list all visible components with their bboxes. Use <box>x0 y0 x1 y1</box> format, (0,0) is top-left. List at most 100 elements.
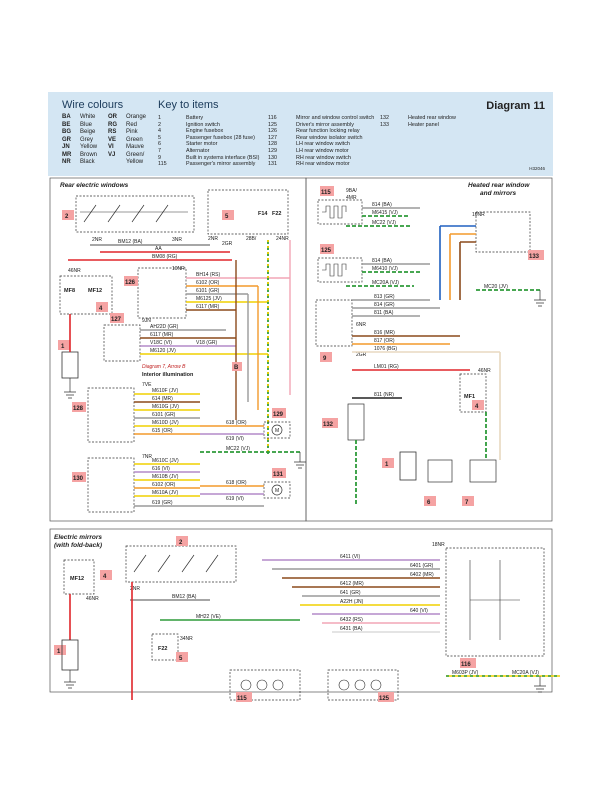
rear-locking-relay <box>137 267 187 319</box>
earth-symbol <box>534 290 546 307</box>
lbl-bm12-c: BM12 (BA) <box>172 594 197 600</box>
heated-rear-label: Heated rear window <box>468 182 530 189</box>
conn-9ba: 9BA/ <box>346 188 357 194</box>
lbl-814: 814 (BA) <box>372 202 392 208</box>
tag-126-label: 126 <box>125 280 136 286</box>
mirror-window-control-switch <box>445 547 545 657</box>
tag-129 <box>272 408 286 418</box>
lbl-ah22d: AH22D (GR) <box>150 324 179 330</box>
tag-125 <box>320 244 334 254</box>
ignition-switch <box>75 195 195 233</box>
lbl-1076: 1076 (BG) <box>374 346 397 352</box>
conn-7ve: 7VE <box>142 382 152 388</box>
lbl-m610g: M610G (JV) <box>152 404 179 410</box>
lbl-640: 640 (VI) <box>410 608 428 614</box>
conn-46nr-c: 46NR <box>86 596 99 602</box>
fuse-mf1: MF1 <box>464 394 475 400</box>
lbl-817: 817 (OR) <box>374 338 395 344</box>
tag-131 <box>272 468 286 478</box>
conn-9jn: 9JN <box>142 318 151 324</box>
ignition-switch-mirrors <box>125 545 237 583</box>
tag-1-right <box>382 458 394 468</box>
arrow-b <box>232 362 242 371</box>
tag-5 <box>222 210 234 220</box>
lbl-m6410: M6410 (VJ) <box>372 266 398 272</box>
tag-1-label: 1 <box>61 344 65 350</box>
lbl-v18c: V18C (VI) <box>150 340 172 346</box>
tag-5-mirrors <box>176 652 188 662</box>
tag-132 <box>322 418 338 428</box>
tag-115-label: 115 <box>321 190 331 196</box>
lbl-811: 811 (BA) <box>374 310 394 316</box>
lbl-v18: V18 (GR) <box>196 340 217 346</box>
lbl-6401: 6401 (GR) <box>410 563 434 569</box>
tag-115-mirrors-label: 115 <box>237 696 247 702</box>
lbl-6117b: 6117 (MR) <box>150 332 174 338</box>
tag-116 <box>460 658 476 668</box>
engine-fusebox-right <box>459 373 487 413</box>
tag-1-right-label: 1 <box>385 462 389 468</box>
lbl-m610c: M610C (JV) <box>152 458 179 464</box>
lbl-6412: 6412 (MR) <box>340 581 364 587</box>
fuse-f22-b: F22 <box>158 646 167 652</box>
tag-6-label: 6 <box>427 500 431 506</box>
lbl-6117: 6117 (MR) <box>196 304 220 310</box>
fuse-f14: F14 <box>258 211 268 217</box>
alternator <box>469 459 497 483</box>
lbl-m603p: M603P (JV) <box>452 670 479 676</box>
engine-fusebox-mirrors <box>63 559 95 595</box>
tag-130 <box>72 472 86 482</box>
lbl-619: 619 (VI) <box>226 436 244 442</box>
conn-24nr: 24NR <box>276 236 289 242</box>
reference-code: H32046 <box>529 166 545 171</box>
lbl-6432: 6432 (RS) <box>340 617 363 623</box>
tag-1-mirrors <box>54 645 66 655</box>
lh-rear-window-switch <box>87 387 135 443</box>
lbl-619b: 619 (VI) <box>226 496 244 502</box>
tag-127 <box>110 313 124 323</box>
tag-125-mirrors-label: 125 <box>379 696 390 702</box>
key-title: Key to items <box>158 99 219 111</box>
tag-132-label: 132 <box>323 422 334 428</box>
fuse-mf12-b: MF12 <box>70 576 84 582</box>
lbl-mc20a: MC20A (VJ) <box>372 280 399 286</box>
interior-illumination: Interior illumination <box>142 372 194 378</box>
tag-115 <box>320 186 334 196</box>
conn-7nr: 7NR <box>142 454 152 460</box>
driver-mirror-heater <box>317 257 363 283</box>
conn-3nr: 3NR <box>172 237 182 243</box>
mirrors-label: Electric mirrors <box>54 534 103 541</box>
lbl-614: 614 (MR) <box>152 396 173 402</box>
passenger-mirror-heater <box>317 199 363 225</box>
tag-2-label: 2 <box>65 214 69 220</box>
conn-4mr: 4MR <box>346 195 357 201</box>
tag-4-mirrors <box>100 570 112 580</box>
tag-9 <box>320 352 332 362</box>
tag-4-right <box>472 400 484 410</box>
tag-1 <box>58 340 70 350</box>
isolator-switch <box>103 324 141 362</box>
tag-1-mirrors-label: 1 <box>57 649 61 655</box>
conn-2nr-c: 2NR <box>130 586 140 592</box>
tag-2 <box>62 210 74 220</box>
lbl-619gr: 619 (GR) <box>152 500 173 506</box>
passenger-fusebox <box>207 189 289 235</box>
tag-4-right-label: 4 <box>475 404 479 410</box>
tag-115-mirrors <box>236 692 252 702</box>
lbl-lm01: LM01 (RG) <box>374 364 399 370</box>
earth-symbol <box>294 452 306 469</box>
tag-4 <box>96 302 108 312</box>
